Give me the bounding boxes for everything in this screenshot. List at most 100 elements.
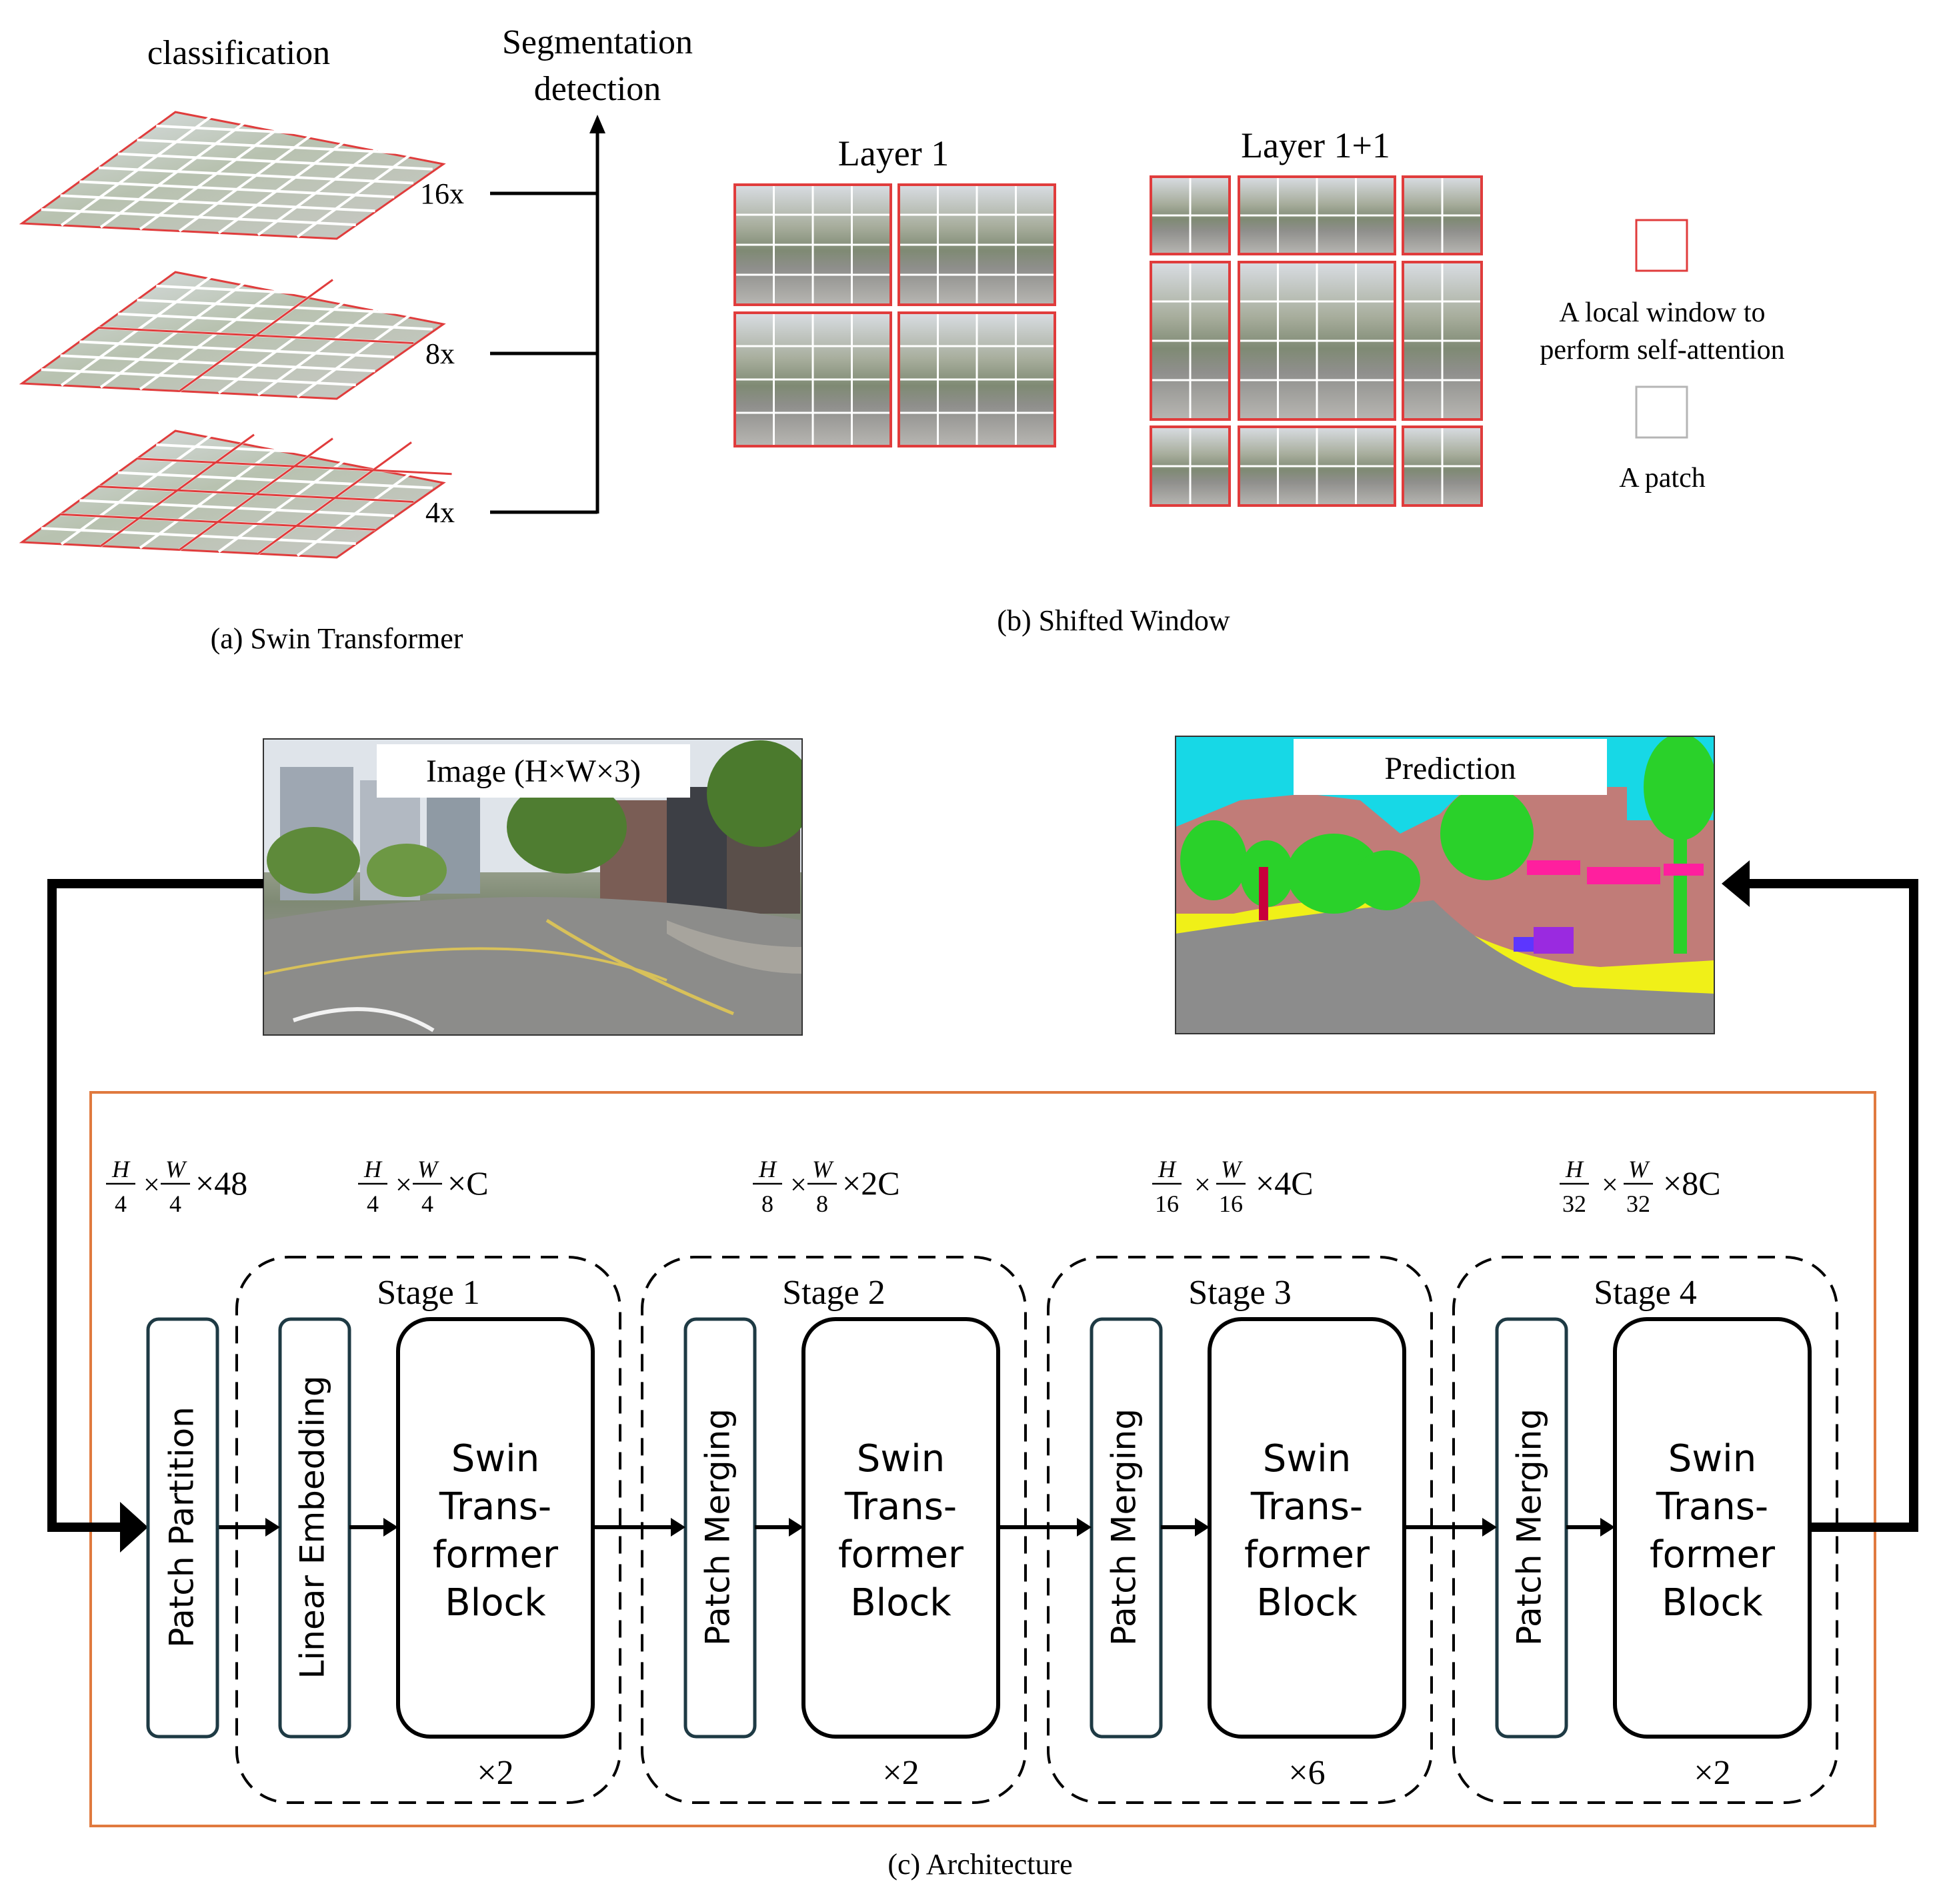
legend-patch-swatch (1635, 385, 1688, 439)
input-image: Image (H×W×3) (263, 738, 803, 1036)
swin-block-text: former (1244, 1533, 1370, 1577)
swin-block-text: Block (1256, 1581, 1358, 1625)
dim-denominator: 4 (421, 1190, 433, 1217)
swin-block-text: Trans- (844, 1485, 957, 1529)
prediction-label-box (1294, 739, 1607, 795)
stage-repeat: ×6 (1288, 1754, 1325, 1792)
dimension-label-3: H 8 ×W 8 ×2C (753, 1156, 900, 1217)
swin-block-text: Trans- (1656, 1485, 1768, 1529)
stage-title: Stage 3 (1188, 1274, 1292, 1312)
layer1-window-grid (733, 183, 1056, 447)
swin-block-text: Block (850, 1581, 951, 1625)
scale-16x-label: 16x (420, 177, 464, 210)
panel-c: Image (H×W×3) (47, 736, 1918, 1881)
input-route-arrowhead (120, 1502, 148, 1553)
patch-merging-label: Patch Merging (699, 1408, 737, 1646)
pyramid-layer-4x (19, 429, 471, 559)
swin-block-text: Swin (1668, 1437, 1756, 1481)
dim-denominator: 16 (1155, 1190, 1179, 1217)
dim-denominator: 16 (1219, 1190, 1243, 1217)
swin-block-text: Trans- (439, 1485, 551, 1529)
stage-title: Stage 1 (377, 1274, 480, 1312)
legend-window-text-1: A local window to (1559, 297, 1765, 328)
input-label-box (377, 744, 690, 798)
output-route-arrowhead (1722, 860, 1750, 907)
dim-numerator: W (1628, 1156, 1650, 1182)
legend-patch-text: A patch (1619, 463, 1705, 494)
layer2-window-grid (1150, 175, 1483, 507)
dim-numerator: H (111, 1156, 131, 1182)
dim-times: × (1194, 1168, 1211, 1201)
prediction-label: Prediction (1384, 751, 1516, 786)
dim-suffix: ×2C (842, 1164, 900, 1202)
dim-denominator: 32 (1562, 1190, 1586, 1217)
dimension-label-4: H16×W16×4C (1152, 1156, 1314, 1217)
prediction-border (1175, 736, 1715, 1034)
caption-c: (c) Architecture (887, 1848, 1072, 1881)
swin-block-text: former (433, 1533, 559, 1577)
dimension-label-5: H32×W32×8C (1560, 1156, 1721, 1217)
dim-times: × (395, 1168, 412, 1201)
swin-block-text: Swin (1263, 1437, 1351, 1481)
swin-block-text: Swin (451, 1437, 539, 1481)
patch-partition-block: Patch Partition (146, 1317, 219, 1739)
panel-a: classification Segmentation detection 16… (19, 23, 693, 655)
patch-merging-label: Patch Merging (1105, 1408, 1144, 1646)
caption-a: (a) Swin Transformer (211, 622, 463, 655)
prediction-image: Prediction (1175, 736, 1715, 1034)
dim-suffix: ×C (447, 1164, 489, 1202)
pyramid-layer-16x (19, 111, 471, 240)
dimension-label-2: H 4 ×W 4 ×C (358, 1156, 489, 1217)
swin-block-text: Swin (857, 1437, 945, 1481)
dim-numerator: W (812, 1156, 834, 1182)
classification-label: classification (147, 34, 330, 72)
dim-denominator: 4 (169, 1190, 181, 1217)
stage-title: Stage 2 (782, 1274, 885, 1312)
dim-denominator: 8 (761, 1190, 773, 1217)
stage-repeat: ×2 (477, 1754, 513, 1792)
dim-times: × (1602, 1168, 1618, 1201)
swin-block-text: former (838, 1533, 964, 1577)
dim-numerator: W (417, 1156, 439, 1182)
dim-numerator: W (165, 1156, 187, 1182)
dim-numerator: H (758, 1156, 777, 1182)
input-route-line (47, 879, 263, 1532)
linear-embedding-label: Linear Embedding (293, 1376, 332, 1679)
legend-window-swatch (1635, 219, 1688, 272)
dim-times: × (790, 1168, 807, 1201)
dim-numerator: H (1158, 1156, 1177, 1182)
swin-block-text: former (1650, 1533, 1776, 1577)
stage-4: Stage 4 Patch Merging SwinTrans-formerBloc… (1452, 1256, 1838, 1804)
patch-partition-label: Patch Partition (163, 1406, 201, 1648)
swin-transformer-block (801, 1317, 1000, 1739)
dim-numerator: H (363, 1156, 383, 1182)
patch-merging-label: Patch Merging (1510, 1408, 1549, 1646)
swin-block-text: Block (1662, 1581, 1763, 1625)
pyramid-arrowhead (589, 115, 605, 133)
legend-window-text-2: perform self-attention (1540, 335, 1784, 365)
input-image-label: Image (H×W×3) (426, 754, 641, 789)
dim-suffix: ×8C (1663, 1164, 1721, 1202)
layer2-title: Layer 1+1 (1241, 125, 1390, 165)
detection-label: detection (534, 70, 661, 108)
dim-numerator: W (1221, 1156, 1243, 1182)
dim-denominator: 4 (367, 1190, 379, 1217)
scale-4x-label: 4x (425, 496, 455, 529)
dim-denominator: 8 (816, 1190, 828, 1217)
pyramid-layer-8x (19, 271, 471, 400)
stage-2: Stage 2 Patch Merging SwinTrans-formerBloc… (641, 1256, 1027, 1804)
architecture-frame (89, 1091, 1876, 1827)
dimension-label-1: H4×W4×48 (106, 1156, 247, 1217)
dim-denominator: 32 (1626, 1190, 1650, 1217)
stage-repeat: ×2 (882, 1754, 919, 1792)
stage-title: Stage 4 (1594, 1274, 1697, 1312)
dim-suffix: ×48 (195, 1164, 247, 1202)
dim-times: × (143, 1168, 160, 1201)
layer1-title: Layer 1 (838, 133, 949, 173)
segmentation-label: Segmentation (502, 23, 693, 61)
